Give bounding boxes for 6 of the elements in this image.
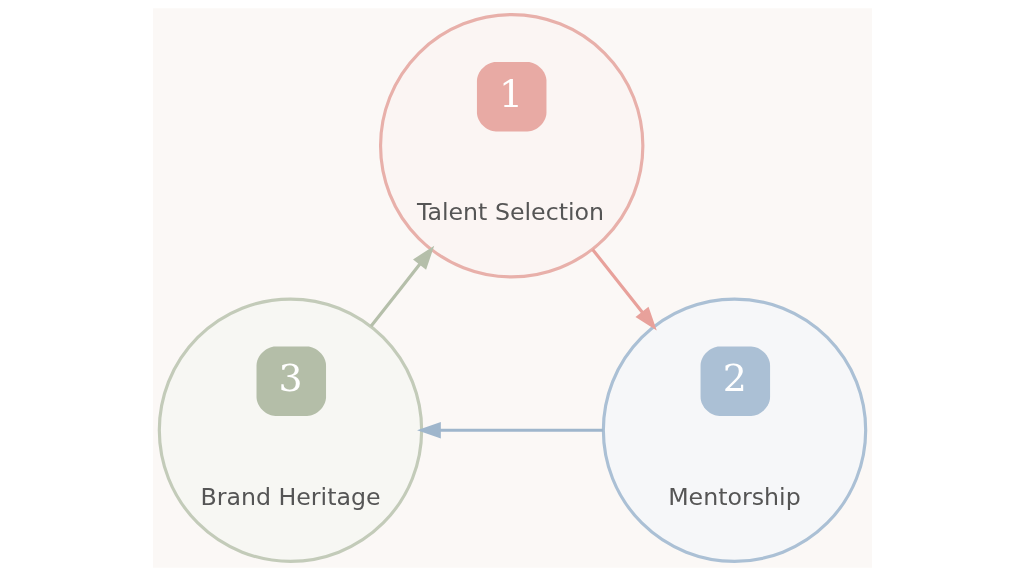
node-circle: 2 Mentorship: [601, 297, 867, 563]
arrow: [416, 421, 603, 439]
node-circle: 1 Talent Selection: [378, 13, 644, 279]
arrow: [590, 248, 657, 331]
arrow: [369, 245, 434, 328]
node-circle: 3 Brand Heritage: [157, 297, 423, 563]
